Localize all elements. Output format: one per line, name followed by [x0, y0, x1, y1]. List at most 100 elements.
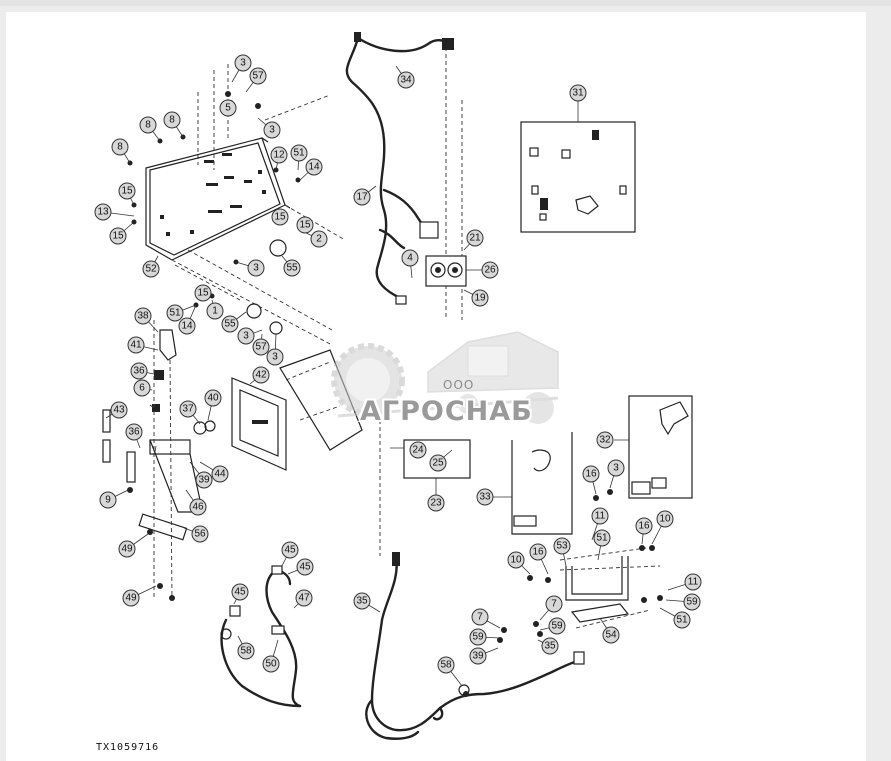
callout-15: 15 — [194, 284, 212, 302]
callout-45: 45 — [296, 558, 314, 576]
callout-51: 51 — [673, 611, 691, 629]
svg-text:31: 31 — [572, 88, 584, 99]
callout-58: 58 — [437, 656, 455, 674]
callout-9: 9 — [99, 491, 117, 509]
svg-text:3: 3 — [253, 263, 259, 274]
callout-3: 3 — [607, 459, 625, 477]
callout-37: 37 — [179, 400, 197, 418]
callout-15: 15 — [296, 216, 314, 234]
svg-text:35: 35 — [544, 641, 556, 652]
kit-box-31 — [520, 121, 636, 233]
svg-text:45: 45 — [234, 587, 246, 598]
callout-59: 59 — [683, 593, 701, 611]
callout-35: 35 — [353, 592, 371, 610]
svg-text:50: 50 — [265, 659, 277, 670]
svg-text:38: 38 — [137, 311, 149, 322]
callout-35: 35 — [541, 637, 559, 655]
svg-text:14: 14 — [308, 162, 320, 173]
svg-text:9: 9 — [105, 495, 111, 506]
svg-text:4: 4 — [407, 253, 413, 264]
callout-15: 15 — [109, 227, 127, 245]
callout-42: 42 — [252, 366, 270, 384]
callout-8: 8 — [139, 116, 157, 134]
svg-text:57: 57 — [252, 71, 264, 82]
svg-text:23: 23 — [430, 498, 442, 509]
svg-text:16: 16 — [638, 521, 650, 532]
callout-47: 47 — [295, 589, 313, 607]
svg-text:41: 41 — [130, 340, 142, 351]
svg-text:39: 39 — [198, 475, 210, 486]
svg-text:14: 14 — [181, 321, 193, 332]
callout-51: 51 — [593, 529, 611, 547]
svg-text:53: 53 — [556, 541, 568, 552]
callout-32: 32 — [596, 431, 614, 449]
callout-14: 14 — [178, 317, 196, 335]
right-hardware — [463, 489, 663, 697]
svg-text:24: 24 — [412, 445, 424, 456]
svg-text:3: 3 — [243, 331, 249, 342]
callout-45: 45 — [231, 583, 249, 601]
figure-id: TX1059716 — [96, 742, 160, 753]
svg-text:42: 42 — [255, 370, 267, 381]
callout-24: 24 — [409, 441, 427, 459]
svg-text:49: 49 — [125, 593, 137, 604]
svg-text:16: 16 — [585, 469, 597, 480]
callout-54: 54 — [602, 626, 620, 644]
svg-text:51: 51 — [676, 615, 688, 626]
svg-text:5: 5 — [225, 103, 231, 114]
callout-14: 14 — [305, 158, 323, 176]
svg-text:26: 26 — [484, 265, 496, 276]
svg-text:10: 10 — [510, 555, 522, 566]
svg-text:36: 36 — [133, 366, 145, 377]
svg-text:34: 34 — [400, 75, 412, 86]
svg-text:45: 45 — [299, 562, 311, 573]
callout-55: 55 — [283, 259, 301, 277]
callout-5: 5 — [219, 99, 237, 117]
callout-31: 31 — [569, 84, 587, 102]
svg-text:12: 12 — [273, 150, 285, 161]
callout-21: 21 — [466, 229, 484, 247]
bracket-assembly — [102, 329, 216, 601]
callout-4: 4 — [401, 249, 419, 267]
callout-7: 7 — [471, 608, 489, 626]
wire-harness-47 — [220, 565, 302, 708]
callout-19: 19 — [471, 289, 489, 307]
callout-8: 8 — [163, 111, 181, 129]
svg-text:59: 59 — [686, 597, 698, 608]
callout-3: 3 — [263, 121, 281, 139]
svg-text:15: 15 — [121, 186, 133, 197]
svg-text:3: 3 — [613, 463, 619, 474]
callout-53: 53 — [553, 537, 571, 555]
svg-text:45: 45 — [284, 545, 296, 556]
callout-40: 40 — [204, 389, 222, 407]
svg-text:47: 47 — [298, 593, 310, 604]
callout-11: 11 — [684, 573, 702, 591]
rear-housing — [279, 349, 363, 451]
callout-49: 49 — [122, 589, 140, 607]
callout-34: 34 — [397, 71, 415, 89]
svg-text:51: 51 — [169, 308, 181, 319]
callout-57: 57 — [249, 67, 267, 85]
callout-11: 11 — [591, 507, 609, 525]
svg-text:15: 15 — [274, 212, 286, 223]
callout-36: 36 — [125, 423, 143, 441]
svg-text:52: 52 — [145, 264, 157, 275]
callout-16: 16 — [582, 465, 600, 483]
svg-text:13: 13 — [97, 207, 109, 218]
svg-text:59: 59 — [472, 632, 484, 643]
callout-6: 6 — [133, 379, 151, 397]
callout-25: 25 — [429, 454, 447, 472]
wire-harness-35 — [365, 552, 585, 740]
svg-text:54: 54 — [605, 630, 617, 641]
svg-text:59: 59 — [551, 621, 563, 632]
wire-harness-34 — [345, 32, 454, 305]
callout-23: 23 — [427, 494, 445, 512]
svg-text:57: 57 — [255, 342, 267, 353]
callout-8: 8 — [111, 138, 129, 156]
svg-text:37: 37 — [182, 404, 194, 415]
callout-41: 41 — [127, 336, 145, 354]
svg-text:10: 10 — [659, 514, 671, 525]
svg-text:7: 7 — [551, 599, 557, 610]
callout-7: 7 — [545, 595, 563, 613]
